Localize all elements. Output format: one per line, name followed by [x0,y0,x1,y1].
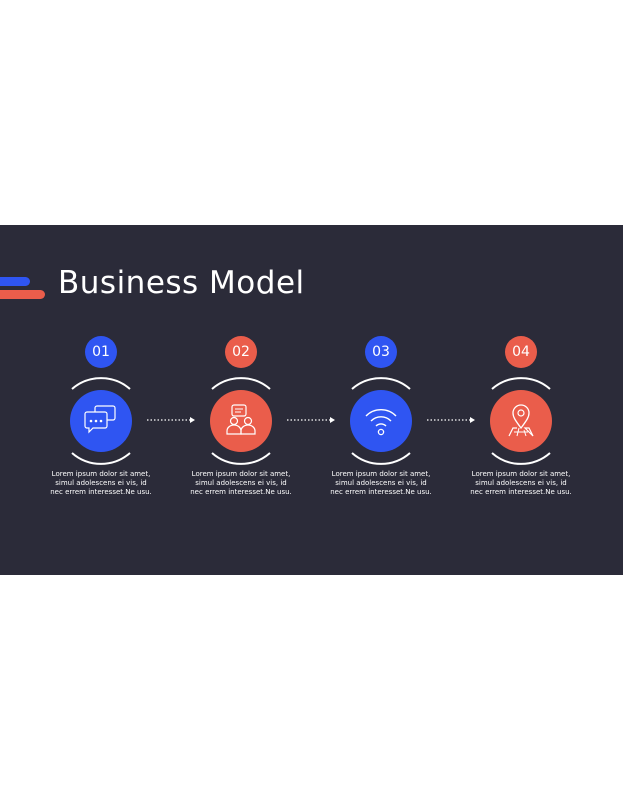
step-4: 04 Lorem ipsum dolor sit amet, simul ado… [466,225,576,575]
step-description-line: nec errem interesset.Ne usu. [330,488,432,496]
step-ring-arcs [211,377,271,465]
step-description-line: nec errem interesset.Ne usu. [190,488,292,496]
map-pin-icon [508,404,534,437]
step-description-line: nec errem interesset.Ne usu. [470,488,572,496]
step-description-line: Lorem ipsum dolor sit amet, [51,470,151,478]
dotted-arrow-connector [147,417,195,423]
step-3: 03 Lorem ipsum dolor sit amet, simul ado… [326,225,436,575]
step-ring-arcs [351,377,411,465]
step-disc [210,390,272,452]
step-description-line: simul adolescens ei vis, id [195,479,287,487]
step-description: Lorem ipsum dolor sit amet, simul adoles… [186,470,296,497]
step-description: Lorem ipsum dolor sit amet, simul adoles… [326,470,436,497]
step-description-line: simul adolescens ei vis, id [475,479,567,487]
people-conversation-icon [226,404,256,435]
step-number-badge: 04 [505,336,537,368]
step-ring-arcs [491,377,551,465]
accent-bar-red [0,290,45,299]
step-2: 02 Lorem ipsum dolor sit amet, simul ado… [186,225,296,575]
dotted-arrow-connector [427,417,475,423]
step-description-line: simul adolescens ei vis, id [335,479,427,487]
step-1: 01 Lorem ipsum dolor sit amet, simul ado… [46,225,156,575]
step-description-line: Lorem ipsum dolor sit amet, [191,470,291,478]
step-disc [490,390,552,452]
slide: Business Model 01 Lorem ipsum dolor sit … [0,225,623,575]
step-number-badge: 03 [365,336,397,368]
step-disc [70,390,132,452]
step-description-line: nec errem interesset.Ne usu. [50,488,152,496]
wifi-icon [365,409,397,436]
slide-title: Business Model [58,265,305,301]
chat-bubbles-icon [84,405,116,434]
step-ring-arcs [71,377,131,465]
step-description: Lorem ipsum dolor sit amet, simul adoles… [46,470,156,497]
step-number-badge: 01 [85,336,117,368]
step-description: Lorem ipsum dolor sit amet, simul adoles… [466,470,576,497]
step-disc [350,390,412,452]
step-description-line: Lorem ipsum dolor sit amet, [471,470,571,478]
step-description-line: Lorem ipsum dolor sit amet, [331,470,431,478]
dotted-arrow-connector [287,417,335,423]
step-number-badge: 02 [225,336,257,368]
step-description-line: simul adolescens ei vis, id [55,479,147,487]
accent-bar-blue [0,277,30,286]
